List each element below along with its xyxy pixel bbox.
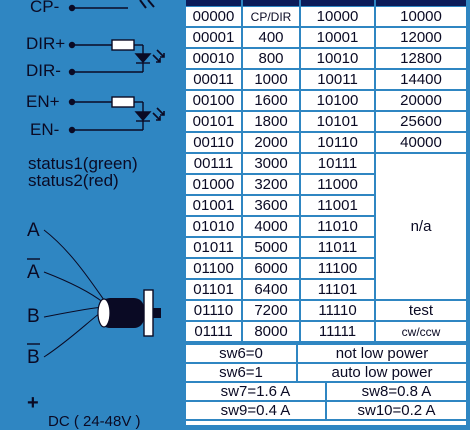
table-cell-sw-high: 10110 bbox=[301, 133, 374, 152]
table-header-cell bbox=[376, 0, 466, 6]
wiring-panel: CP- DIR+ DIR- EN+ EN- status1(green) sta… bbox=[0, 0, 180, 430]
table-cell-sw-high: 11011 bbox=[301, 238, 374, 257]
en-optocoupler bbox=[68, 96, 165, 134]
sw6-off-cell: sw6=0 bbox=[186, 345, 296, 362]
table-cell-sw-high: 11100 bbox=[301, 259, 374, 278]
not-low-power-cell: not low power bbox=[298, 345, 466, 362]
motor-b-bar-label: B bbox=[27, 347, 40, 368]
cp-minus-label: CP- bbox=[30, 0, 60, 16]
table-cell-steps-high: 12000 bbox=[376, 28, 466, 47]
sw6-on-cell: sw6=1 bbox=[186, 364, 296, 381]
table-cell-steps-low: 5000 bbox=[243, 238, 299, 257]
table-cell-steps-low: 3200 bbox=[243, 175, 299, 194]
table-cell-sw-low: 01011 bbox=[186, 238, 241, 257]
table-cell-sw-low: 00001 bbox=[186, 28, 241, 47]
table-cell-na: n/a bbox=[376, 154, 466, 299]
sw7-current-cell: sw7=1.6 A bbox=[186, 383, 325, 400]
table-cell-steps-high: 25600 bbox=[376, 112, 466, 131]
table-cell-sw-low: 00000 bbox=[186, 7, 241, 26]
table-cell-sw-high: 10010 bbox=[301, 49, 374, 68]
table-cell-sw-low: 00010 bbox=[186, 49, 241, 68]
table-cell-steps-high: cw/ccw bbox=[376, 322, 466, 341]
current-sum-note: sum of sw7-10 to set current bbox=[186, 421, 466, 425]
table-cell-steps-high: 14400 bbox=[376, 70, 466, 89]
table-cell-sw-high: 11110 bbox=[301, 301, 374, 320]
table-cell-sw-high: 11101 bbox=[301, 280, 374, 299]
table-cell-sw-high: 11000 bbox=[301, 175, 374, 194]
table-cell-sw-low: 01110 bbox=[186, 301, 241, 320]
table-cell-sw-low: 00110 bbox=[186, 133, 241, 152]
table-cell-steps-low: 1600 bbox=[243, 91, 299, 110]
table-cell-sw-low: 01001 bbox=[186, 196, 241, 215]
table-cell-sw-high: 11111 bbox=[301, 322, 374, 341]
table-cell-sw-low: 00111 bbox=[186, 154, 241, 173]
table-header-cell bbox=[186, 0, 241, 6]
table-cell-sw-high: 10111 bbox=[301, 154, 374, 173]
table-cell-steps-low: CP/DIR bbox=[243, 7, 299, 26]
auto-low-power-cell: auto low power bbox=[298, 364, 466, 381]
sw8-current-cell: sw8=0.8 A bbox=[327, 383, 466, 400]
table-cell-steps-high: 40000 bbox=[376, 133, 466, 152]
table-cell-steps-low: 4000 bbox=[243, 217, 299, 236]
motor-a-label: A bbox=[27, 220, 40, 241]
table-cell-steps-low: 6000 bbox=[243, 259, 299, 278]
table-cell-sw-high: 10000 bbox=[301, 7, 374, 26]
table-cell-steps-low: 800 bbox=[243, 49, 299, 68]
table-cell-steps-low: 7200 bbox=[243, 301, 299, 320]
table-cell-sw-low: 00100 bbox=[186, 91, 241, 110]
status1-label: status1(green) bbox=[28, 154, 138, 173]
stepper-motor bbox=[97, 289, 161, 337]
table-cell-sw-high: 10011 bbox=[301, 70, 374, 89]
table-cell-steps-high: 12800 bbox=[376, 49, 466, 68]
table-cell-sw-low: 01100 bbox=[186, 259, 241, 278]
table-cell-steps-low: 2000 bbox=[243, 133, 299, 152]
table-cell-sw-high: 10101 bbox=[301, 112, 374, 131]
dir-minus-label: DIR- bbox=[26, 61, 61, 80]
en-plus-label: EN+ bbox=[26, 92, 60, 111]
en-minus-label: EN- bbox=[30, 120, 60, 139]
table-cell-sw-low: 01111 bbox=[186, 322, 241, 341]
table-header-cell bbox=[243, 0, 299, 6]
table-cell-sw-high: 11001 bbox=[301, 196, 374, 215]
table-cell-sw-low: 01101 bbox=[186, 280, 241, 299]
table-cell-steps-low: 1000 bbox=[243, 70, 299, 89]
status2-label: status2(red) bbox=[28, 171, 119, 190]
table-cell-steps-low: 3000 bbox=[243, 154, 299, 173]
table-header-cell bbox=[301, 0, 374, 6]
table-cell-steps-low: 6400 bbox=[243, 280, 299, 299]
table-cell-sw-high: 10001 bbox=[301, 28, 374, 47]
table-cell-steps-low: 8000 bbox=[243, 322, 299, 341]
table-cell-sw-low: 00011 bbox=[186, 70, 241, 89]
table-cell-sw-high: 10100 bbox=[301, 91, 374, 110]
motor-b-label: B bbox=[27, 306, 40, 327]
table-cell-sw-high: 11010 bbox=[301, 217, 374, 236]
sw10-current-cell: sw10=0.2 A bbox=[327, 402, 466, 419]
dir-optocoupler bbox=[68, 39, 165, 76]
dc-supply-label: DC ( 24-48V ) bbox=[48, 413, 141, 430]
table-cell-steps-low: 1800 bbox=[243, 112, 299, 131]
table-cell-sw-low: 00101 bbox=[186, 112, 241, 131]
sw9-current-cell: sw9=0.4 A bbox=[186, 402, 325, 419]
table-cell-steps-high: 10000 bbox=[376, 7, 466, 26]
supply-plus-label: + bbox=[27, 392, 39, 414]
table-cell-sw-low: 01000 bbox=[186, 175, 241, 194]
table-cell-steps-high: 20000 bbox=[376, 91, 466, 110]
cp-connector bbox=[68, 0, 155, 12]
dir-plus-label: DIR+ bbox=[26, 34, 66, 53]
motor-wires bbox=[43, 229, 105, 358]
wiring-diagram bbox=[27, 0, 165, 358]
motor-a-bar-label: A bbox=[27, 262, 40, 283]
table-cell-steps-low: 3600 bbox=[243, 196, 299, 215]
table-cell-sw-low: 01010 bbox=[186, 217, 241, 236]
table-cell-steps-high: test bbox=[376, 301, 466, 320]
table-cell-steps-low: 400 bbox=[243, 28, 299, 47]
